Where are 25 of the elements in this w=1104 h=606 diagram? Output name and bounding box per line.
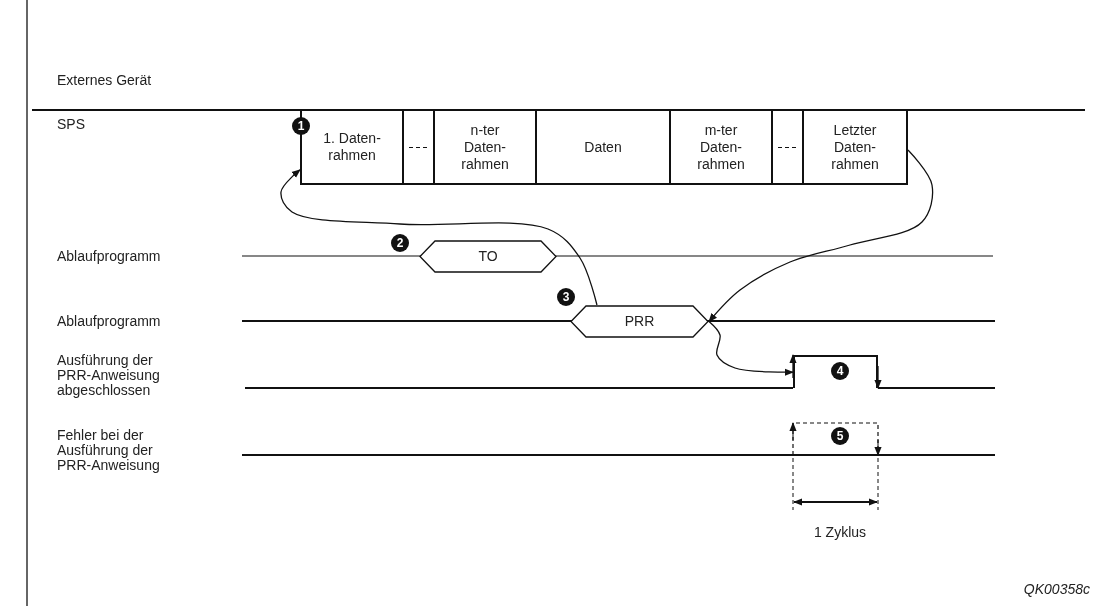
signal-name: Ablaufprogramm (57, 314, 161, 329)
figure-id: QK00358c (1022, 582, 1090, 597)
frame-label: n-ter Daten- rahmen (460, 121, 510, 173)
data-frame-box (802, 109, 908, 185)
instruction-label: TO (478, 248, 498, 265)
data-frame-box (300, 109, 404, 185)
callout-number: 3 (557, 288, 575, 306)
callout-number: 5 (831, 427, 849, 445)
frame-label: Daten (584, 138, 622, 156)
signal-name: SPS (57, 117, 85, 132)
callout-number: 4 (831, 362, 849, 380)
callout-number: 2 (391, 234, 409, 252)
signal-name: Ausführung der PRR-Anweisung abgeschlossen (57, 353, 161, 398)
signal-name: Ablaufprogramm (57, 249, 161, 264)
instruction-label: PRR (624, 313, 655, 330)
callout-number: 1 (292, 117, 310, 135)
dimension-label: 1 Zyklus (812, 525, 868, 540)
arrow (280, 169, 598, 306)
arrow (708, 149, 934, 323)
arrow (708, 320, 794, 376)
signal-name: Fehler bei der Ausführung der PRR-Anweisung (57, 428, 161, 473)
frame-label: Letzter Daten- rahmen (830, 121, 880, 173)
frame-label: 1. Daten- rahmen (322, 130, 382, 164)
frame-label: m-ter Daten- rahmen (696, 121, 746, 173)
header-label: Externes Gerät (57, 73, 152, 88)
